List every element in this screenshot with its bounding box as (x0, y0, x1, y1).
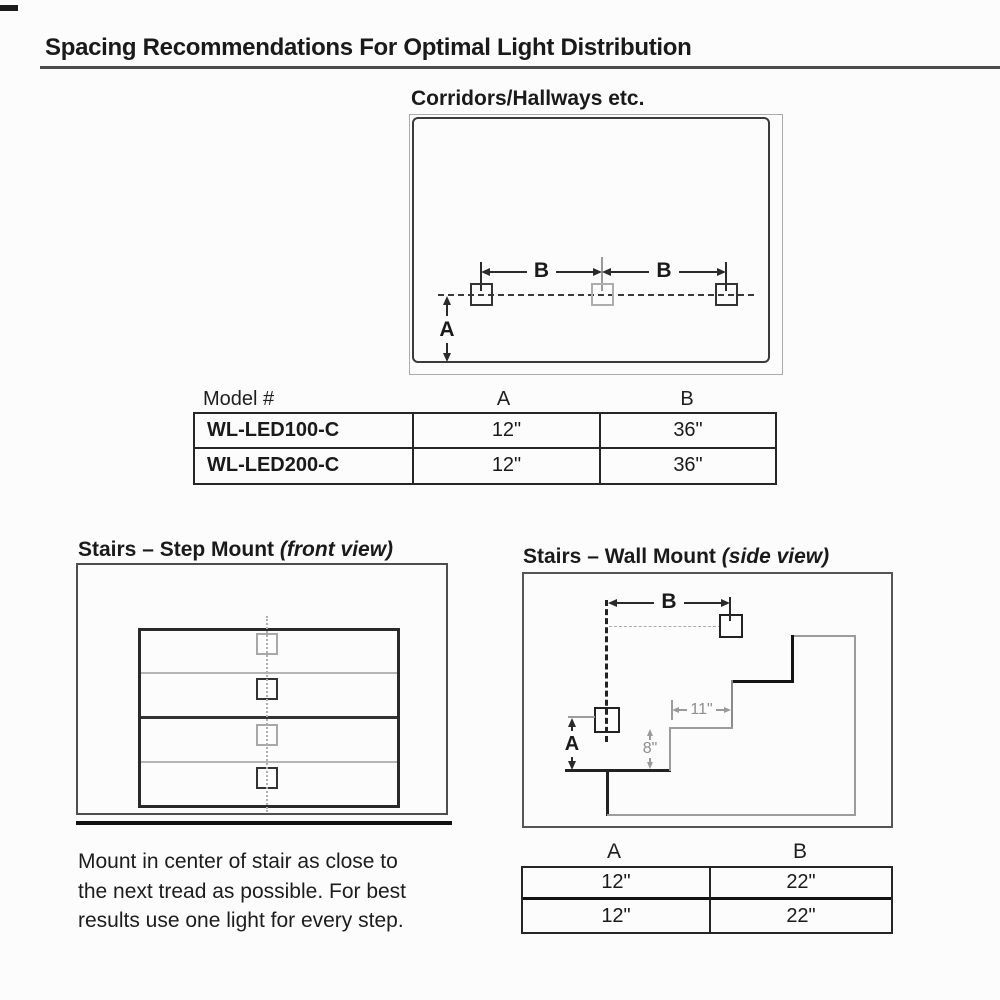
corridor-dim-a: A (436, 296, 458, 362)
riser-height-label: 8" (642, 740, 658, 757)
arrow-up-icon (647, 729, 653, 736)
table-cell-b: 36" (599, 414, 775, 449)
corridor-table-header-b: B (680, 388, 694, 410)
step-mount-heading-view: (front view) (279, 538, 394, 561)
arrow-left-icon (672, 707, 679, 713)
arrow-up-icon (568, 718, 576, 727)
corridor-centerline (438, 294, 754, 296)
wall-fixture-upper (719, 614, 743, 638)
mounting-note: Mount in center of stair as close to the… (78, 847, 406, 936)
wall-mount-heading-view: (side view) (721, 545, 830, 568)
corridor-dim-b1: B (481, 258, 603, 286)
arrow-left-icon (602, 268, 611, 276)
riser-height-dim: 8" (639, 729, 661, 769)
page-title: Spacing Recommendations For Optimal Ligh… (45, 34, 692, 61)
stair-riser-3 (791, 635, 794, 683)
fixture-tick-left (480, 262, 482, 291)
step-mount-heading-main: Stairs – Step Mount (78, 538, 275, 561)
dim-label-a: A (564, 733, 580, 755)
stair-slab-edge (606, 769, 609, 816)
dim-label-a: A (439, 317, 455, 341)
lower-fixture-plumb-line (605, 600, 608, 742)
light-fixture-right (715, 283, 738, 306)
note-line: the next tread as possible. For best (78, 879, 407, 903)
wall-mount-dim-a: A (561, 718, 583, 770)
stair-floor-line (565, 769, 671, 772)
tread-depth-dim: 11" (672, 701, 732, 718)
step-mount-frame (76, 563, 448, 815)
tread-depth-label: 11" (690, 701, 713, 718)
arrow-right-icon (593, 268, 603, 276)
dim-label-b2: B (656, 258, 672, 282)
arrow-down-icon (568, 761, 576, 770)
fixture-tick-right (725, 262, 727, 291)
upper-fixture-centerline (609, 626, 721, 627)
stair-right-edge (854, 636, 856, 816)
upper-fixture-tick (729, 597, 731, 621)
corridor-table-header-model: Model # (203, 388, 275, 410)
arrow-up-icon (443, 296, 451, 305)
step-centerline (266, 616, 268, 812)
dim-label-b: B (661, 589, 677, 613)
arrow-right-icon (717, 268, 727, 276)
wall-mount-spacing-table: 12" 22" 12" 22" (521, 866, 893, 934)
arrow-left-icon (481, 268, 490, 276)
light-fixture-middle (591, 283, 614, 306)
step-mount-baseline (76, 821, 452, 825)
stair-top-landing (792, 635, 856, 637)
dim-tread-tick (671, 700, 673, 720)
stair-line-1 (141, 672, 397, 674)
table-cell-b: 36" (599, 448, 775, 483)
stair-front-outline (138, 628, 400, 808)
wall-mount-heading: Stairs – Wall Mount (side view) (523, 545, 829, 569)
stair-line-2 (141, 716, 397, 719)
scan-artifact-dash (0, 5, 18, 11)
corridor-table-header-a: A (496, 388, 511, 410)
wall-mount-heading-main: Stairs – Wall Mount (523, 545, 716, 568)
arrow-down-icon (647, 762, 653, 769)
title-rule (40, 66, 1000, 69)
wall-mount-dim-b: B (608, 589, 731, 617)
dim-a-extension-line (568, 716, 595, 718)
note-line: results use one light for every step. (78, 909, 404, 932)
wall-mount-frame (522, 572, 893, 828)
table-cell-a: 12" (601, 904, 631, 927)
stair-riser-2 (731, 680, 733, 729)
stair-riser-1 (669, 727, 671, 771)
corridor-dim-b2: B (602, 258, 727, 286)
table-cell-a: 12" (523, 868, 709, 900)
arrow-right-icon (721, 599, 731, 607)
arrow-right-icon (724, 707, 732, 713)
wall-table-header-a: A (606, 840, 621, 863)
stair-bottom-line (607, 814, 856, 816)
arrow-down-icon (443, 353, 451, 362)
note-line: Mount in center of stair as close to (78, 850, 398, 873)
arrow-left-icon (608, 599, 617, 607)
step-mount-heading: Stairs – Step Mount (front view) (78, 538, 393, 562)
corridor-wall-outline (412, 117, 770, 363)
dim-label-b1: B (533, 258, 550, 282)
corridor-outer-frame (409, 114, 783, 375)
light-fixture-left (470, 283, 493, 306)
stair-tread-2 (731, 680, 793, 683)
stair-tread-1 (670, 727, 733, 729)
table-cell-b: 22" (709, 868, 891, 900)
stair-line-3 (141, 761, 397, 763)
table-cell-a: 12" (412, 414, 599, 449)
corridor-heading: Corridors/Hallways etc. (411, 87, 645, 110)
wall-table-header-b: B (792, 840, 807, 863)
table-cell-model: WL-LED200-C (207, 454, 340, 477)
table-cell-model: WL-LED100-C (195, 414, 412, 449)
table-cell-a: 12" (412, 448, 599, 483)
corridor-spacing-table: WL-LED100-C 12" 36" WL-LED200-C 12" 36" (193, 412, 777, 485)
table-cell-b: 22" (709, 900, 891, 932)
